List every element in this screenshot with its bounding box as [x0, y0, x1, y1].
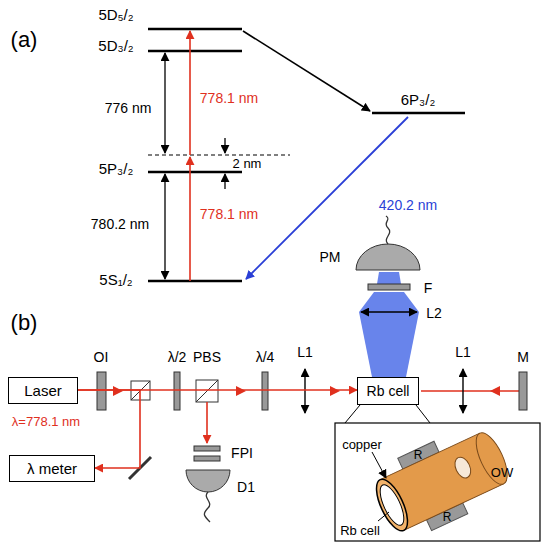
lens-l1	[462, 369, 463, 413]
fluorescence-beam	[359, 292, 419, 377]
virtual-level	[148, 154, 290, 155]
detector-cable	[204, 492, 210, 522]
laser-box: Laser	[8, 377, 78, 404]
box-text: Laser	[24, 383, 62, 398]
inset-leader	[345, 405, 360, 423]
wavelength: 420.2 nm	[379, 198, 437, 212]
pm-cable	[386, 216, 390, 244]
mirror	[519, 372, 527, 410]
level-name: 5P₃/₂	[99, 161, 133, 176]
component-label: PBS	[193, 350, 221, 364]
component-label: OI	[94, 350, 109, 364]
level-name: 6P₃/₂	[401, 92, 435, 107]
inset-leader	[416, 405, 430, 423]
component-label: L2	[426, 306, 442, 320]
wavemeter-box: λ meter	[9, 455, 95, 482]
level-name: 5D₅/₂	[98, 7, 133, 22]
optical-isolator	[97, 372, 106, 410]
level-name: 5D₃/₂	[98, 38, 133, 53]
wavelength: 780.2 nm	[91, 217, 149, 231]
pbs-cube	[196, 380, 218, 402]
quarter-wave-plate	[262, 372, 268, 410]
copper-cylinder	[365, 418, 518, 546]
component-label: M	[517, 350, 529, 364]
part-label: R	[414, 449, 423, 461]
laser-beam	[78, 389, 357, 391]
filter	[368, 284, 410, 290]
component-label: D1	[237, 480, 255, 494]
energy-levels	[148, 29, 465, 281]
component-label: L1	[297, 345, 313, 359]
fluorescence-beam	[377, 272, 401, 284]
lens-l1	[304, 369, 305, 413]
cell-leader	[378, 512, 389, 521]
box-text: Rb cell	[367, 384, 410, 398]
level-name: 5S₁/₂	[99, 272, 132, 287]
detuning: 2 nm	[233, 157, 262, 170]
component-label: λ/4	[256, 350, 275, 364]
half-wave-plate	[174, 372, 180, 410]
lens-l2	[361, 311, 417, 312]
component-label: L1	[455, 345, 471, 359]
return-beam	[421, 390, 520, 392]
component-label: PM	[320, 250, 341, 264]
beam-arrows	[113, 386, 500, 396]
transition-arrows	[165, 31, 370, 279]
component-label: F	[424, 281, 433, 295]
wavelength: 778.1 nm	[200, 207, 258, 221]
inset-frame	[335, 423, 540, 541]
panel-label: (a)	[11, 29, 38, 51]
component-label: FPI	[231, 446, 253, 460]
part-label: Rb cell	[340, 524, 380, 537]
laser-transitions	[189, 31, 191, 281]
panel-label: (b)	[11, 312, 38, 334]
wavelength: 776 nm	[105, 101, 152, 115]
photodiode	[186, 470, 230, 492]
pbs-cube	[196, 380, 218, 402]
component-label: λ/2	[168, 350, 187, 364]
part-label: R	[443, 511, 452, 523]
part-label: copper	[342, 438, 382, 451]
cell-box: Rb cell	[357, 377, 419, 405]
photomultiplier	[356, 244, 420, 270]
box-text: λ meter	[27, 461, 77, 476]
wavelength: λ=778.1 nm	[12, 415, 80, 428]
wavelength: 778.1 nm	[200, 91, 258, 105]
copper-leader	[372, 452, 386, 478]
reflected-beam	[206, 402, 208, 443]
fabry-perot	[194, 456, 220, 461]
part-label: OW	[491, 466, 513, 479]
fabry-perot	[194, 446, 220, 451]
